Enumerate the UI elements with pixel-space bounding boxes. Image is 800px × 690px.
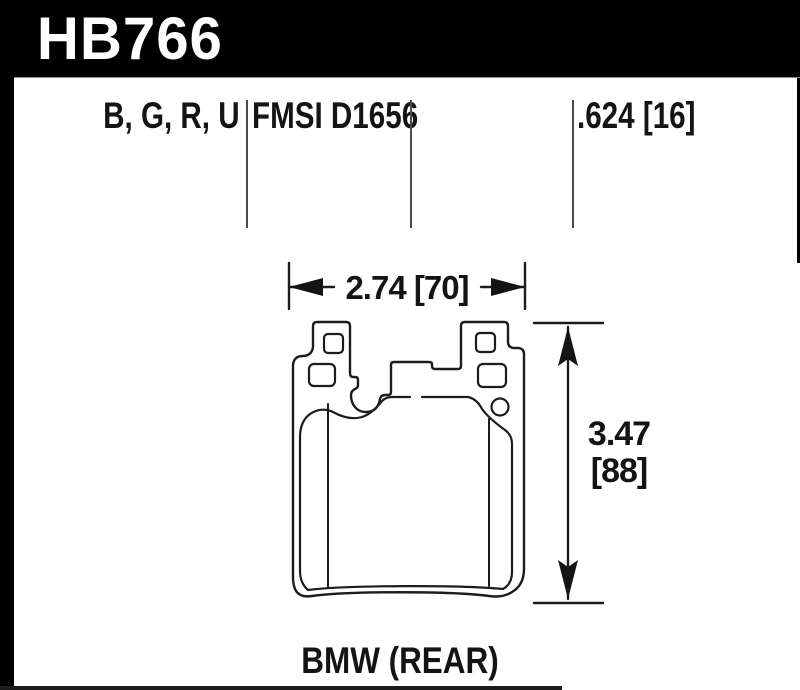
right-border-bar bbox=[797, 0, 800, 263]
part-number-label: HB766 bbox=[36, 5, 223, 72]
spec-divider-line bbox=[246, 100, 248, 228]
panel-top-hairline bbox=[14, 77, 800, 78]
brake-pad-drawing: 2.74 [70] 3.47 [88] bbox=[287, 261, 651, 605]
backing-plate-outline bbox=[291, 320, 526, 598]
ear-hole-right bbox=[474, 331, 497, 354]
height-mm-label: [88] bbox=[591, 452, 647, 490]
mount-hole-left bbox=[307, 362, 337, 388]
arrow-up-icon bbox=[558, 327, 578, 366]
fmsi-number-label: FMSI D1656 bbox=[252, 95, 419, 136]
arrow-down-icon bbox=[558, 560, 578, 599]
application-label: BMW (REAR) bbox=[301, 640, 499, 681]
ear-hole-left bbox=[322, 332, 345, 355]
width-dimension-label: 2.74 [70] bbox=[345, 269, 468, 306]
left-border-bar bbox=[0, 0, 14, 690]
pad-thickness-label: .624 [16] bbox=[577, 95, 696, 136]
height-dimension: 3.47 [88] bbox=[532, 321, 651, 605]
arrow-right-icon bbox=[491, 278, 525, 296]
height-inches-label: 3.47 bbox=[588, 415, 650, 453]
spec-divider-line bbox=[410, 100, 412, 228]
arrow-left-icon bbox=[289, 278, 323, 296]
sensor-hole bbox=[490, 397, 510, 417]
compounds-label: B, G, R, U bbox=[103, 95, 241, 136]
friction-pad-outline bbox=[298, 395, 514, 592]
mount-hole-right bbox=[476, 362, 508, 389]
bottom-border-bar bbox=[0, 686, 562, 690]
spec-divider-line bbox=[572, 100, 574, 228]
width-dimension: 2.74 [70] bbox=[287, 261, 527, 311]
header-bar: HB766 bbox=[0, 0, 800, 77]
